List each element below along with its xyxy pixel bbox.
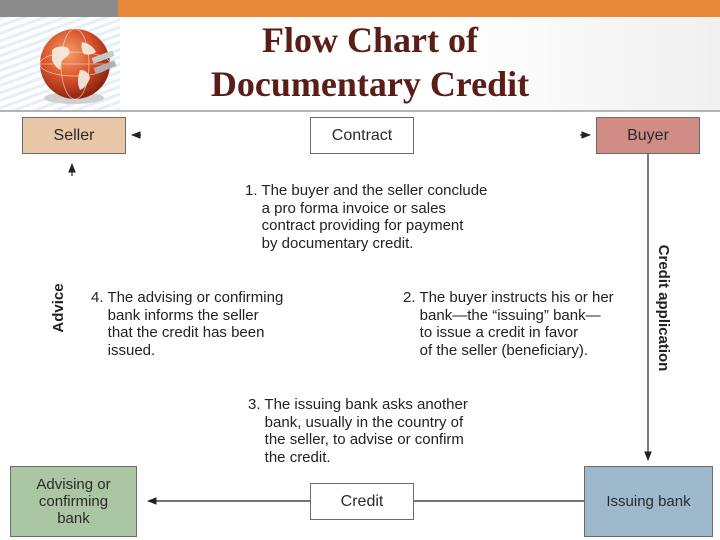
advising-bank-node: Advising or confirming bank	[10, 466, 137, 537]
contract-label: Contract	[331, 127, 393, 144]
title-line-2: Documentary Credit	[210, 64, 530, 104]
credit-node: Credit	[310, 483, 414, 520]
advising-bank-line-1: Advising or	[36, 476, 111, 493]
issuing-bank-node: Issuing bank	[584, 466, 713, 537]
top-bar-orange	[118, 0, 720, 17]
step-2-text: 2. The buyer instructs his or her bank—t…	[403, 289, 614, 359]
top-bar-gray	[0, 0, 118, 17]
advising-bank-line-3: bank	[57, 510, 90, 527]
seller-node: Seller	[22, 117, 126, 154]
globe-icon	[39, 28, 117, 104]
step-4-text: 4. The advising or confirming bank infor…	[91, 289, 284, 359]
page-title: Flow Chart of Documentary Credit	[170, 18, 570, 106]
buyer-node: Buyer	[596, 117, 700, 154]
contract-node: Contract	[310, 117, 414, 154]
header-band	[0, 17, 720, 111]
seller-label: Seller	[53, 127, 95, 144]
credit-application-label: Credit application	[655, 244, 672, 372]
issuing-bank-label: Issuing bank	[606, 493, 691, 510]
advice-label: Advice	[50, 283, 67, 333]
advising-bank-label: Advising or confirming bank	[36, 476, 110, 527]
credit-label: Credit	[340, 493, 384, 510]
step-1-text: 1. The buyer and the seller conclude a p…	[245, 182, 488, 252]
title-line-1: Flow Chart of	[262, 20, 478, 60]
step-3-text: 3. The issuing bank asks another bank, u…	[248, 396, 468, 466]
header-divider	[0, 110, 720, 112]
buyer-label: Buyer	[627, 127, 669, 144]
advising-bank-line-2: confirming	[38, 493, 109, 510]
